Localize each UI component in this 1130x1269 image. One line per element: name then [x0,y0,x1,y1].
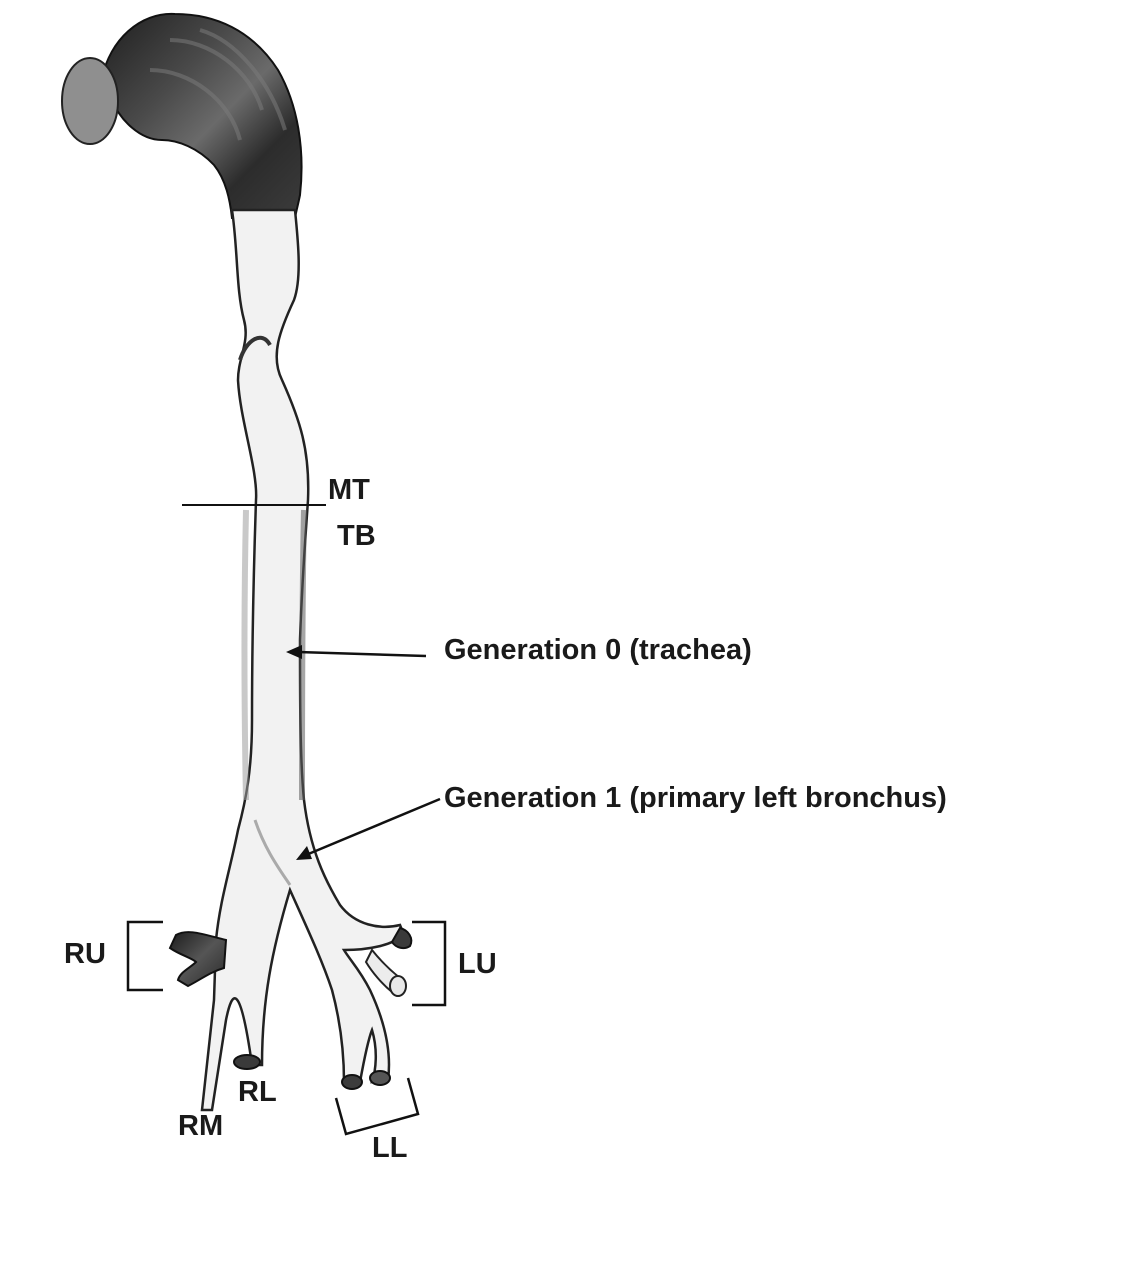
label-rm: RM [178,1112,223,1141]
ru-bracket [128,922,163,990]
oral-cavity [62,14,302,218]
mouth-inlet-face [62,58,118,144]
label-lu: LU [458,950,497,979]
label-tb: TB [337,522,376,551]
label-generation-0: Generation 0 (trachea) [444,636,752,665]
label-rl: RL [238,1078,277,1107]
right-lower-outlet [234,1055,260,1069]
label-mt: MT [328,476,370,505]
trachea-tube [202,210,404,1110]
generation0-arrow [286,645,426,659]
lu-bracket [412,922,445,1005]
label-ll: LL [372,1134,407,1163]
label-generation-1: Generation 1 (primary left bronchus) [444,784,947,813]
label-ru: RU [64,940,106,969]
generation1-arrow [296,799,440,860]
